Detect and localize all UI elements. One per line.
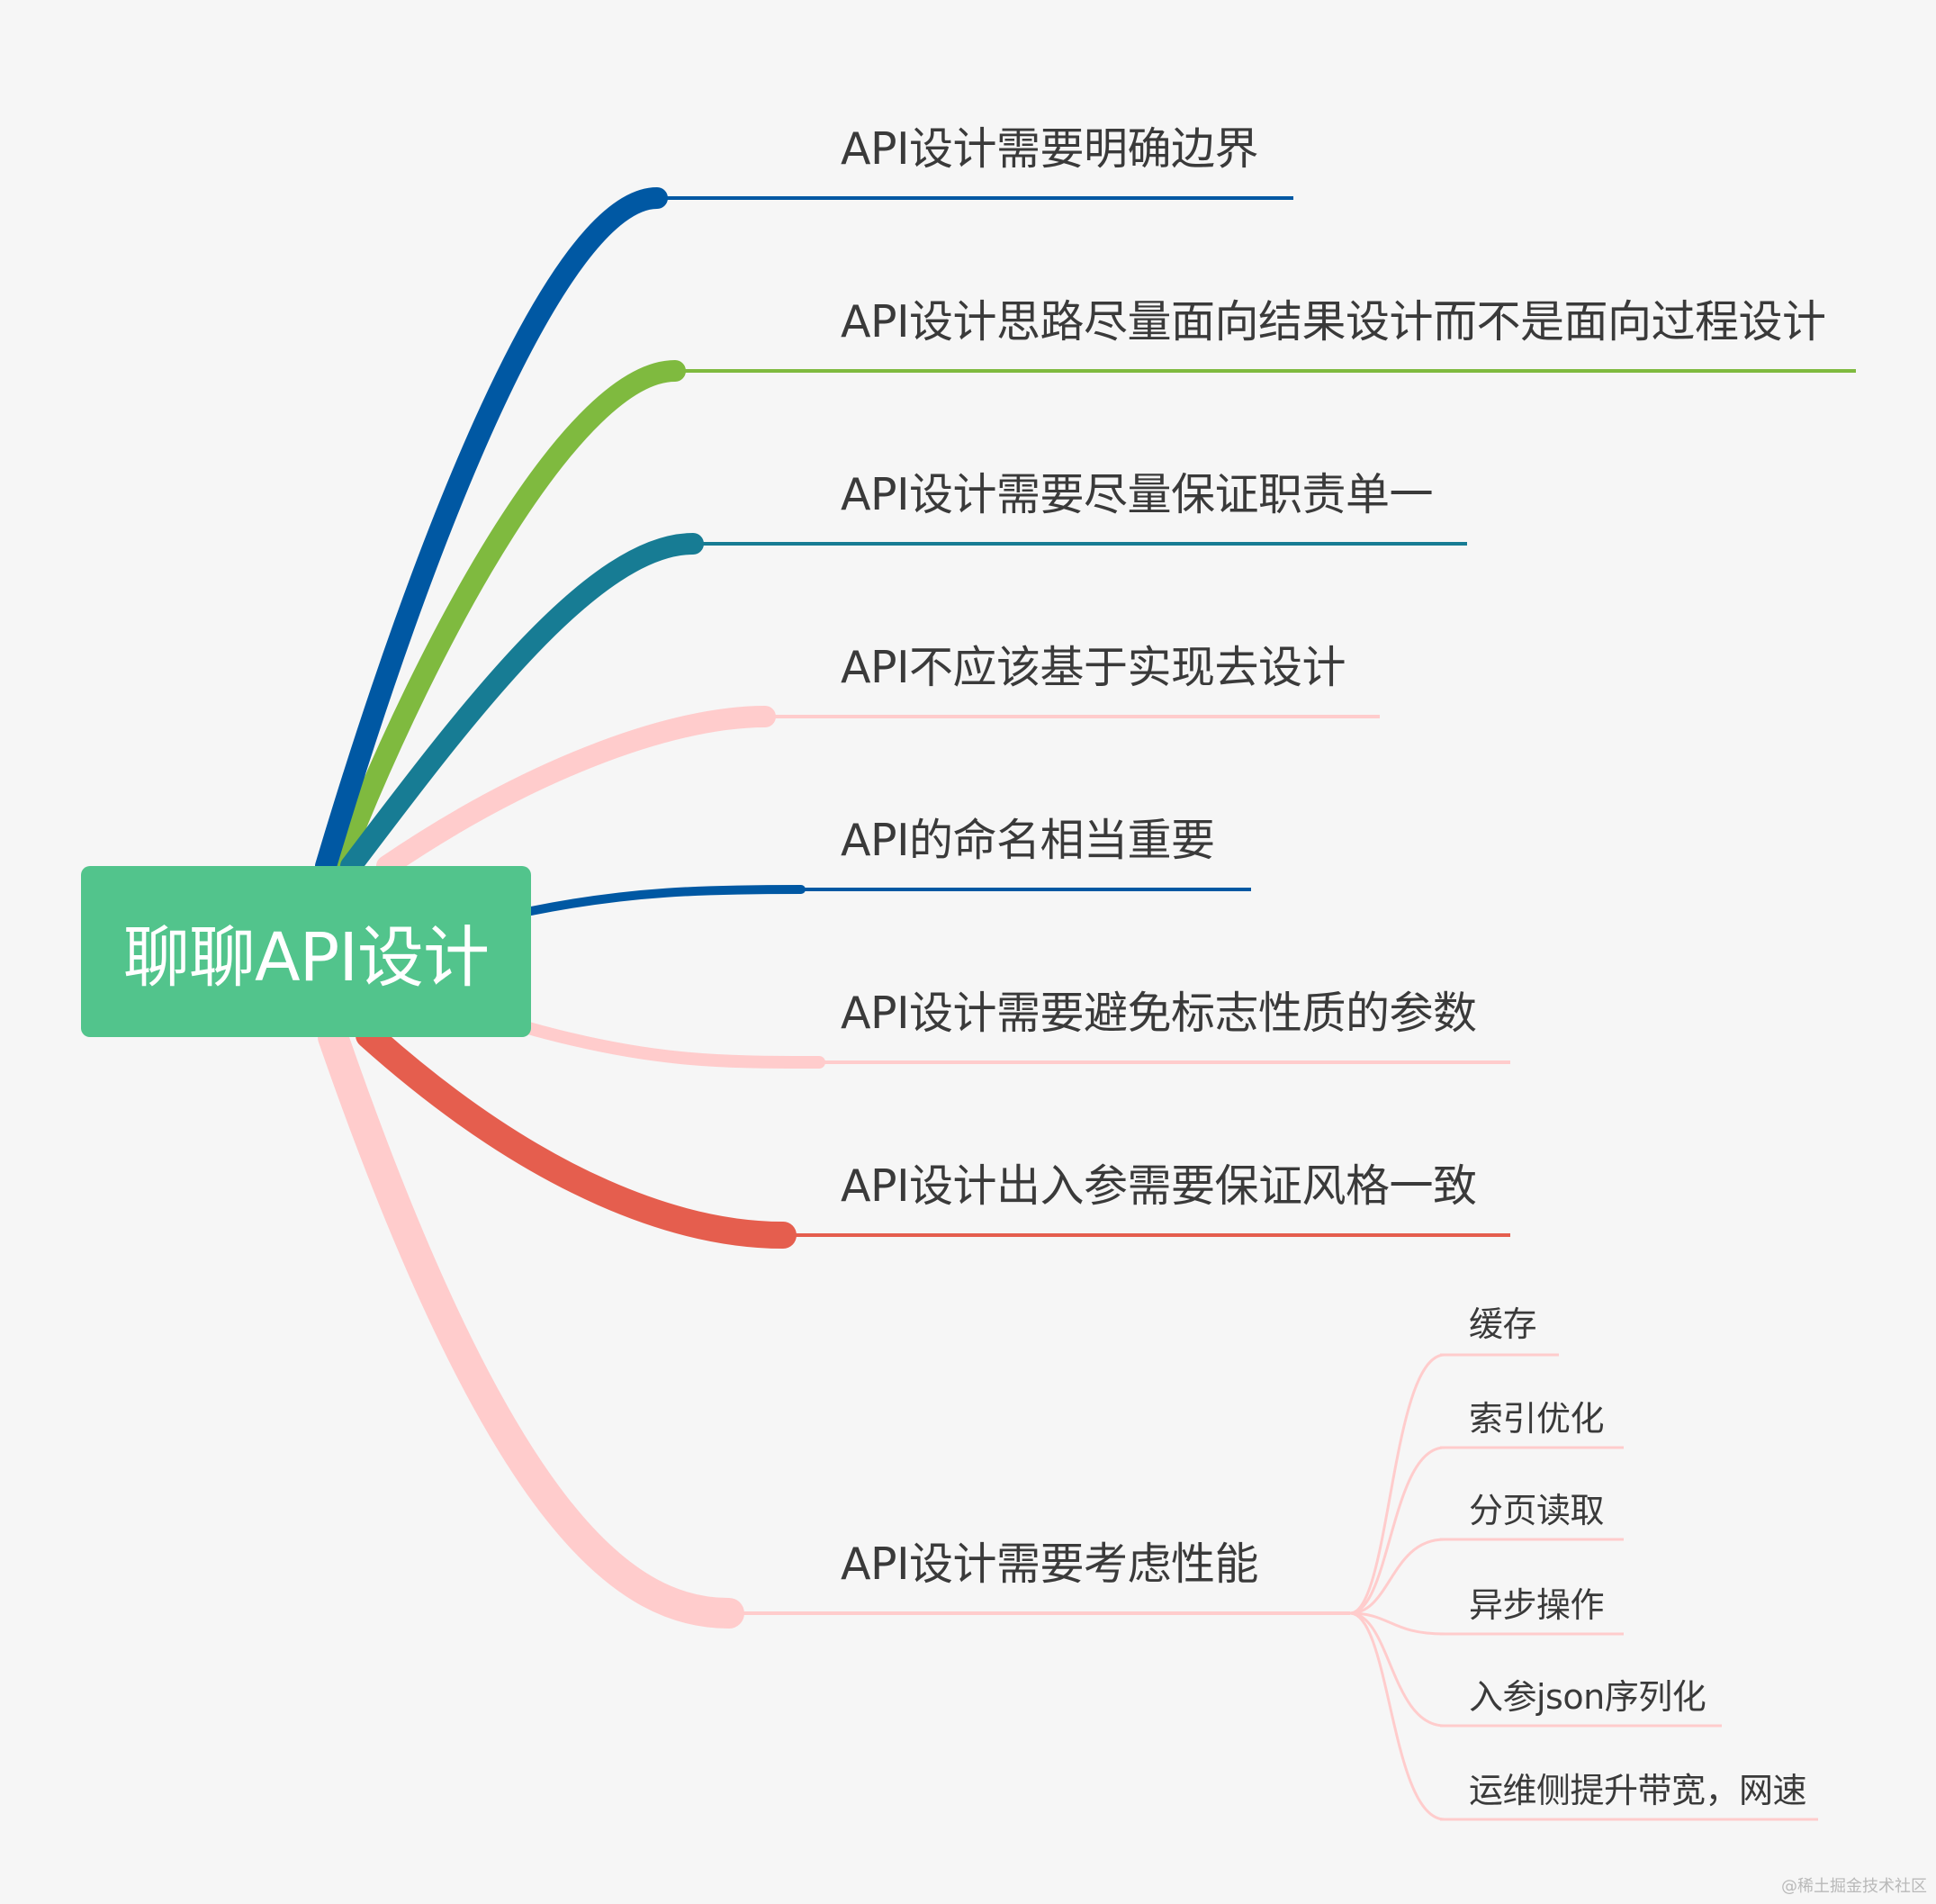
sub-connector-1 bbox=[1349, 1446, 1624, 1615]
branch-label-naming[interactable]: API的命名相当重要 bbox=[841, 815, 1215, 866]
branch-connector-performance bbox=[318, 1022, 1296, 1629]
branch-connector-single-duty bbox=[340, 533, 1467, 877]
branch-label-performance[interactable]: API设计需要考虑性能 bbox=[841, 1539, 1259, 1590]
sub-connector-5 bbox=[1349, 1611, 1818, 1821]
branch-connector-flag-params bbox=[516, 1020, 1510, 1069]
sub-label-cache[interactable]: 缓存 bbox=[1469, 1304, 1537, 1344]
branch-label-io-style[interactable]: API设计出入参需要保证风格一致 bbox=[841, 1160, 1477, 1212]
sub-connector-2 bbox=[1349, 1538, 1624, 1615]
sub-label-json[interactable]: 入参json序列化 bbox=[1469, 1677, 1706, 1717]
branch-label-result-oriented[interactable]: API设计思路尽量面向结果设计而不是面向过程设计 bbox=[841, 296, 1826, 347]
branch-connector-result-oriented bbox=[329, 360, 1856, 877]
branch-label-flag-params[interactable]: API设计需要避免标志性质的参数 bbox=[841, 988, 1477, 1039]
branch-connector-io-style bbox=[356, 1022, 1510, 1249]
root-label: 聊聊API设计 bbox=[122, 918, 490, 997]
sub-label-bandwidth[interactable]: 运维侧提升带宽，网速 bbox=[1469, 1771, 1807, 1810]
branch-label-single-duty[interactable]: API设计需要尽量保证职责单一 bbox=[841, 469, 1434, 520]
branch-connector-not-impl-based bbox=[376, 706, 1380, 877]
branch-label-boundary[interactable]: API设计需要明确边界 bbox=[841, 123, 1259, 175]
root-node[interactable]: 聊聊API设计 bbox=[81, 866, 531, 1037]
sub-connector-4 bbox=[1349, 1611, 1722, 1728]
branch-label-not-impl-based[interactable]: API不应该基于实现去设计 bbox=[841, 642, 1346, 693]
sub-connector-3 bbox=[1349, 1611, 1624, 1636]
watermark: @稀土掘金技术社区 bbox=[1781, 1877, 1927, 1896]
sub-label-async[interactable]: 异步操作 bbox=[1469, 1585, 1605, 1625]
branch-connector-boundary bbox=[315, 187, 1293, 877]
branch-connector-naming bbox=[527, 885, 1251, 916]
sub-label-index[interactable]: 索引优化 bbox=[1469, 1399, 1605, 1439]
sub-label-paging[interactable]: 分页读取 bbox=[1469, 1491, 1605, 1530]
sub-connector-0 bbox=[1349, 1353, 1559, 1615]
